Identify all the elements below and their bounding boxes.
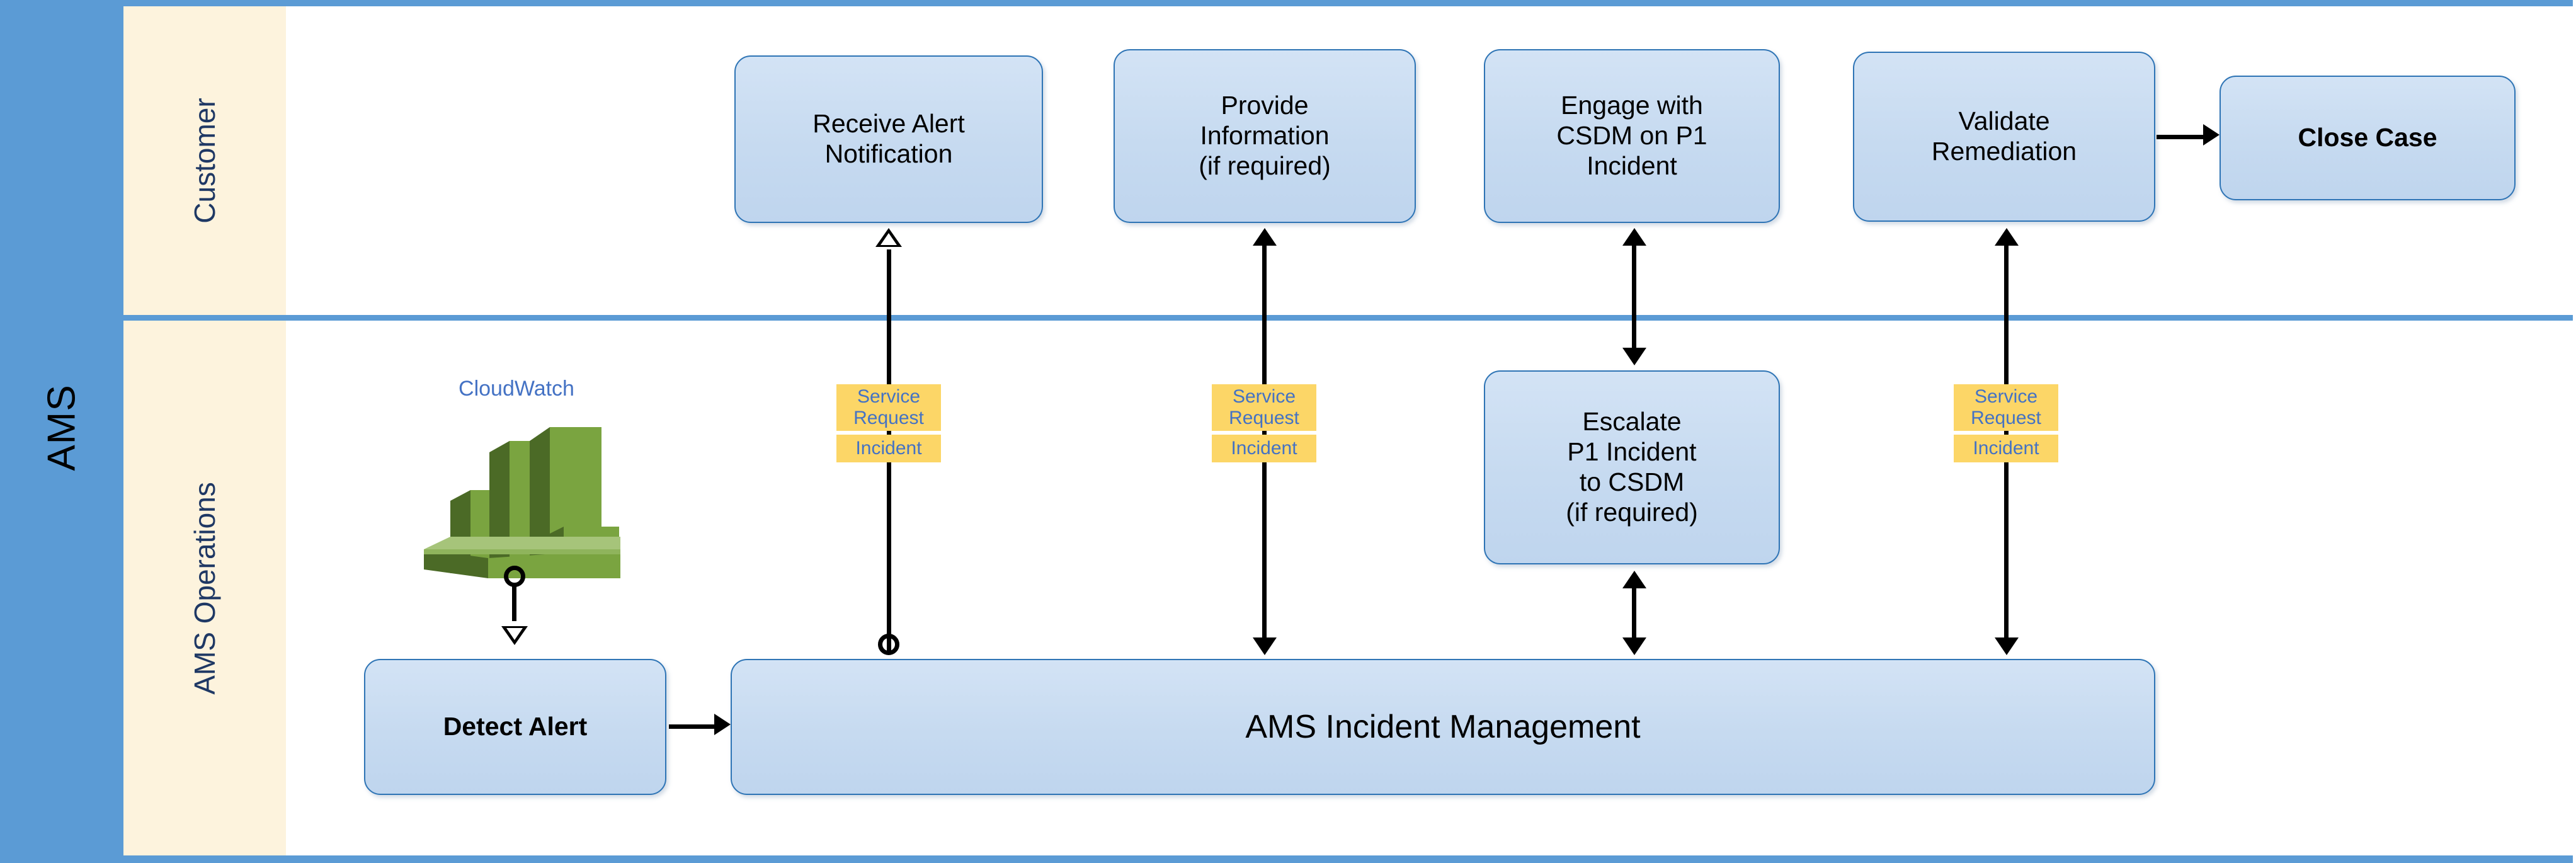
connector-receive-alert-circle <box>878 634 899 655</box>
tag-incident: Incident <box>836 435 941 462</box>
arrow-provide-info-down-head <box>1253 637 1277 655</box>
cloudwatch-connector-circle <box>504 566 525 587</box>
org-band-label: AMS <box>40 384 84 471</box>
arrow-engage-escalate-line <box>1632 243 1636 354</box>
cloudwatch-connector-arrowhead <box>501 626 528 645</box>
arrow-validate-im-up-head <box>1995 228 2019 246</box>
lane-header-customer: Customer <box>123 6 286 315</box>
tag-incident: Incident <box>1212 435 1316 462</box>
arrow-provide-info-up-head <box>1253 228 1277 246</box>
cloudwatch-label: CloudWatch <box>459 377 574 401</box>
node-ams-incident-management[interactable]: AMS Incident Management <box>731 659 2155 795</box>
arrow-validate-to-close-head <box>2203 124 2220 146</box>
swimlane-top-border <box>123 0 2573 6</box>
org-band-ams: AMS <box>0 0 123 855</box>
arrow-detect-to-im-head <box>714 714 731 735</box>
lane-header-customer-label: Customer <box>188 98 221 224</box>
aws-cloudwatch-icon <box>413 416 620 580</box>
swimlane-divider <box>123 315 2573 321</box>
lane-header-operations-label: AMS Operations <box>188 481 221 695</box>
arrow-engage-escalate-up-head <box>1622 228 1646 246</box>
arrow-validate-to-close-line <box>2157 135 2204 139</box>
swimlane-bottom-border <box>0 855 2573 863</box>
connector-receive-alert-arrowhead <box>875 228 902 247</box>
tag-incident: Incident <box>1954 435 2058 462</box>
arrow-escalate-im-up-head <box>1622 571 1646 588</box>
arrow-escalate-im-down-head <box>1622 637 1646 655</box>
arrow-detect-to-im-line <box>669 724 715 729</box>
lane-header-operations: AMS Operations <box>123 321 286 855</box>
cloudwatch-connector-line <box>512 586 516 621</box>
arrow-engage-escalate-down-head <box>1622 348 1646 365</box>
node-close-case[interactable]: Close Case <box>2220 76 2516 200</box>
arrow-escalate-im-line <box>1632 586 1636 646</box>
node-detect-alert[interactable]: Detect Alert <box>364 659 666 795</box>
arrow-validate-im-down-head <box>1995 637 2019 655</box>
